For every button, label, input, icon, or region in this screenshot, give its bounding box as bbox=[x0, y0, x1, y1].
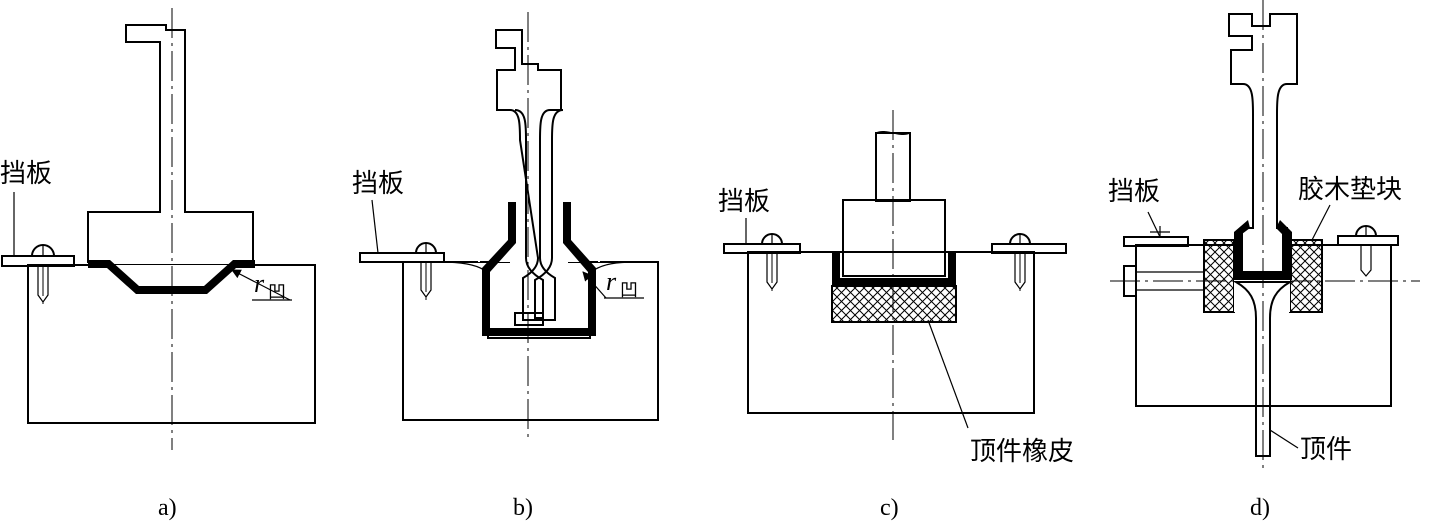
caption-c: c) bbox=[880, 495, 899, 521]
caption-b: b) bbox=[513, 495, 533, 521]
die-cavity-b bbox=[480, 261, 598, 339]
baffle-screw-head-a bbox=[31, 244, 55, 257]
baffle-label-a: 挡板 bbox=[0, 159, 52, 189]
figure-b: 挡板 r 凹 b) bbox=[352, 12, 659, 521]
bakelite-pad-d-right bbox=[1289, 239, 1323, 313]
punch-a bbox=[87, 24, 254, 290]
figure-c: 挡板 顶件橡皮 c) bbox=[718, 110, 1074, 521]
ejector-rubber-label-c: 顶件橡皮 bbox=[970, 437, 1074, 467]
sheet-a bbox=[88, 260, 255, 294]
punch-head-c bbox=[842, 199, 946, 277]
bakelite-pad-d-left bbox=[1203, 239, 1235, 313]
die-radius-symbol-b: r bbox=[606, 267, 617, 296]
ejector-label-d: 顶件 bbox=[1300, 435, 1352, 465]
sheet-d bbox=[1234, 220, 1292, 280]
caption-a: a) bbox=[158, 495, 177, 521]
ejector-rod-d bbox=[1232, 281, 1294, 457]
die-radius-subscript-a: 凹 bbox=[268, 282, 286, 303]
baffle-plate-d-right bbox=[1337, 235, 1399, 246]
baffle-plate-d-left bbox=[1123, 236, 1189, 247]
die-block-c bbox=[747, 251, 1035, 414]
ejector-rubber-pad-c bbox=[831, 285, 957, 323]
punch-b bbox=[495, 29, 562, 321]
die-radius-symbol-a: r bbox=[254, 269, 265, 298]
baffle-label-d: 挡板 bbox=[1108, 177, 1160, 207]
baffle-label-b: 挡板 bbox=[352, 169, 404, 199]
baffle-label-c: 挡板 bbox=[718, 187, 770, 217]
baffle-screw-head-b bbox=[415, 242, 437, 254]
figure-a: 挡板 r 凹 a) bbox=[0, 8, 316, 521]
sheet-c bbox=[832, 252, 956, 286]
sheet-b bbox=[482, 202, 596, 336]
caption-d: d) bbox=[1250, 495, 1270, 521]
baffle-plate-b bbox=[359, 252, 445, 263]
bakelite-pad-label-d: 胶木垫块 bbox=[1298, 175, 1402, 205]
figure-d: 挡板 胶木垫块 顶件 d) bbox=[1108, 0, 1420, 521]
die-radius-subscript-b: 凹 bbox=[620, 280, 638, 301]
